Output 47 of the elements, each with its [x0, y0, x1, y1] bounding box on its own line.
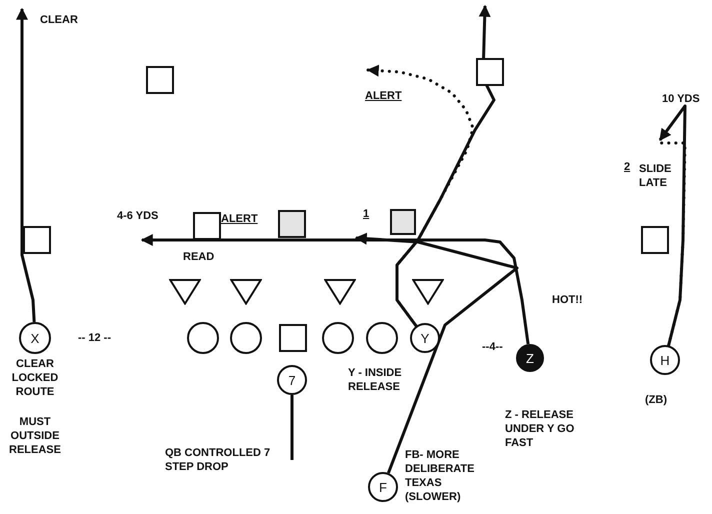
defender-square: [476, 58, 504, 86]
defender-square: [193, 212, 221, 240]
player-circle: 7: [277, 365, 307, 395]
defender-square: [146, 66, 174, 94]
route-arrow: [140, 234, 530, 344]
player-circle: F: [368, 472, 398, 502]
distance-label: 4-6 YDS: [117, 209, 158, 223]
player-note: Z - RELEASE UNDER Y GO FAST: [505, 408, 576, 450]
drop-line: [290, 395, 294, 460]
player-note: (ZB): [645, 393, 668, 407]
route-label: READ: [183, 250, 214, 264]
route-label: SLIDE LATE: [639, 162, 672, 190]
lineman-circle: [322, 322, 354, 354]
player-note: Y - INSIDE RELEASE: [348, 366, 403, 394]
player-circle: X: [19, 322, 51, 354]
read-number: 2: [624, 160, 630, 174]
player-note: FB- MORE DELIBERATE TEXAS (SLOWER): [405, 448, 476, 504]
spacing-label: -- 12 --: [78, 331, 111, 345]
player-circle: Z: [516, 344, 544, 372]
defender-triangle: [324, 279, 356, 305]
route-arrow: [396, 4, 496, 327]
play-note: QB CONTROLLED 7 STEP DROP: [165, 446, 272, 474]
route-arrow: [354, 232, 518, 474]
defender-triangle: [412, 279, 444, 305]
defender-triangle: [169, 279, 201, 305]
distance-label: 10 YDS: [662, 92, 700, 106]
player-circle: H: [650, 345, 680, 375]
route-label: HOT!!: [552, 293, 583, 307]
spacing-label: --4--: [482, 340, 503, 354]
lineman-circle: [366, 322, 398, 354]
option-label: ALERT: [221, 212, 258, 226]
option-label: ALERT: [365, 89, 402, 103]
defender-square: [390, 209, 416, 235]
defender-square: [23, 226, 51, 254]
defender-triangle: [230, 279, 262, 305]
defender-square: [641, 226, 669, 254]
route-arrow: [658, 104, 686, 346]
player-note: MUST OUTSIDE RELEASE: [8, 415, 62, 457]
player-note: CLEAR LOCKED ROUTE: [10, 357, 60, 399]
defender-square: [278, 210, 306, 238]
read-number: 1: [363, 207, 370, 221]
center-square: [279, 324, 307, 352]
lineman-circle: [230, 322, 262, 354]
route-label: CLEAR: [40, 13, 78, 27]
player-circle: Y: [410, 323, 440, 353]
lineman-circle: [187, 322, 219, 354]
route-arrow: [16, 8, 36, 322]
